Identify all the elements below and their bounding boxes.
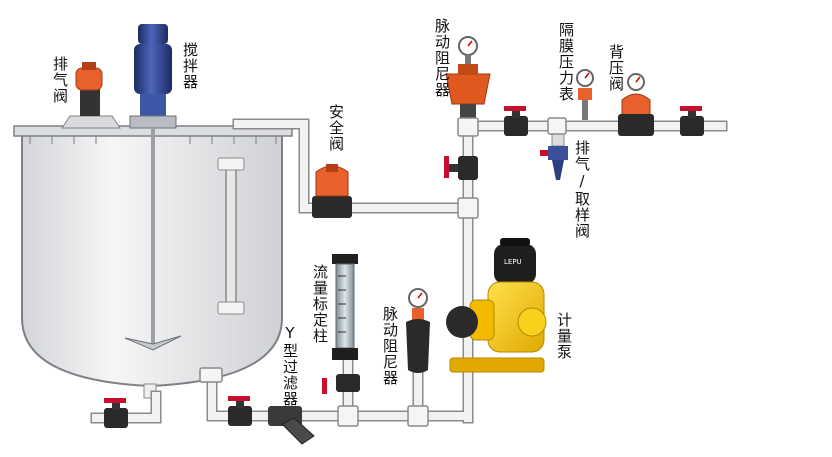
label-safety-valve: 安全阀 [327, 104, 345, 152]
ball-valve-line-2 [680, 106, 704, 136]
pulsation-damper-bottom [406, 288, 430, 373]
ball-valve-column [322, 374, 360, 394]
flow-calibration-column [332, 254, 358, 360]
label-y-strainer: Y型过滤器 [281, 324, 299, 407]
diaphragm-pressure-gauge [576, 69, 594, 120]
vent-valve-top [61, 62, 121, 129]
metering-pump: LEPU [446, 238, 547, 373]
label-back-pressure-valve: 背压阀 [607, 44, 625, 92]
label-damper-top: 脉动阻尼器 [433, 18, 451, 98]
label-vent-valve-top: 排气阀 [51, 56, 69, 104]
label-metering-pump: 计量泵 [555, 312, 573, 360]
ball-valve-line-1 [504, 106, 528, 136]
pump-brand-text: LEPU [504, 258, 522, 266]
y-strainer [268, 406, 315, 445]
mixer [124, 24, 182, 351]
label-mixer: 搅拌器 [181, 42, 199, 90]
tee-fittings [199, 117, 567, 427]
ball-valve-filter-inlet [228, 396, 252, 426]
label-diaphragm-gauge: 隔膜压力表 [557, 22, 575, 102]
label-damper-bottom: 脉动阻尼器 [381, 306, 399, 386]
pulsation-damper-top [445, 36, 491, 124]
label-calibration-column: 流量标定柱 [311, 264, 329, 344]
vent-sampling-valve [540, 129, 568, 180]
label-vent-sample-valve: 排气/取样阀 [573, 140, 591, 239]
ball-valve-tank-outlet [104, 398, 128, 428]
back-pressure-valve [618, 73, 654, 136]
safety-valve [312, 164, 352, 218]
ball-valve-discharge [444, 156, 478, 180]
